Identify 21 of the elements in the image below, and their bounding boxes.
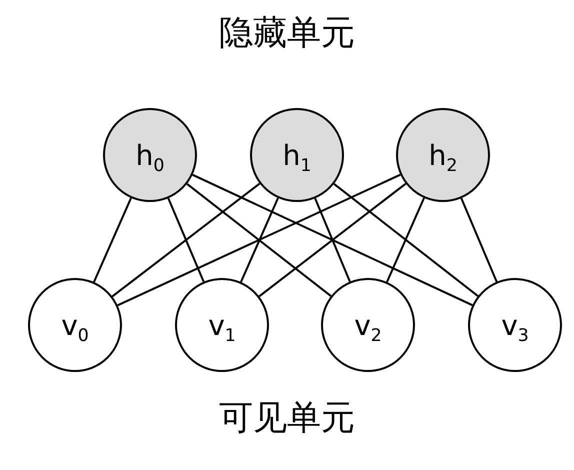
connection-line — [258, 182, 406, 298]
connection-line — [112, 182, 260, 298]
connection-line — [186, 183, 332, 297]
connection-line — [333, 183, 479, 297]
visible-unit-circle: v$_{0}$ — [28, 278, 122, 372]
connection-line — [192, 174, 473, 306]
connection-line — [93, 198, 132, 282]
hidden-unit-circle: h$_{2}$ — [396, 108, 490, 202]
hidden-unit-circle: h$_{0}$ — [103, 108, 197, 202]
connection-line — [314, 198, 351, 282]
layer-label: 隐藏单元 — [219, 12, 355, 55]
connection-line — [117, 174, 401, 306]
visible-unit-circle: v$_{1}$ — [175, 278, 269, 372]
hidden-unit-circle: h$_{1}$ — [250, 108, 344, 202]
visible-unit-circle: v$_{3}$ — [468, 278, 562, 372]
connection-line — [167, 198, 205, 282]
connection-line — [460, 198, 498, 282]
visible-unit-circle: v$_{2}$ — [321, 278, 415, 372]
connection-line — [386, 198, 425, 282]
layer-label: 可见单元 — [219, 397, 355, 440]
connection-line — [240, 198, 279, 282]
